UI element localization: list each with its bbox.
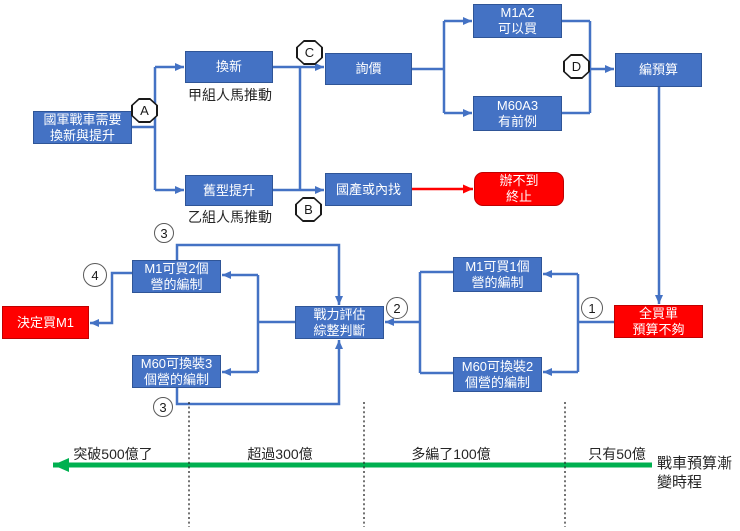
- node-m60a3: M60A3 有前例: [473, 96, 562, 131]
- octagon-shape: [564, 55, 589, 78]
- marker-step-1-label: 1: [588, 300, 596, 316]
- node-decide-buy-m1: 決定買M1: [2, 306, 89, 339]
- node-upgrade: 舊型提升: [185, 175, 273, 206]
- marker-step-4: 4: [83, 263, 107, 287]
- marker-step-3-bottom: 3: [153, 397, 173, 417]
- marker-step-3-top-label: 3: [160, 225, 168, 241]
- node-m1a2: M1A2 可以買: [473, 4, 562, 38]
- marker-step-2: 2: [386, 297, 408, 319]
- node-renew: 換新: [185, 51, 273, 83]
- marker-D-label: D: [571, 59, 582, 74]
- marker-step-3-bottom-label: 3: [159, 399, 167, 415]
- timeline-segment-label-1: 突破500億了: [73, 446, 153, 462]
- marker-A-label: A: [140, 103, 149, 118]
- octagon-shape: [297, 41, 322, 64]
- node-domestic: 國產或內找: [325, 173, 412, 206]
- label-team-a: 甲組人馬推動: [188, 87, 272, 103]
- node-fail-terminate: 辦不到 終止: [474, 172, 564, 206]
- node-inquiry: 詢價: [325, 53, 412, 85]
- timeline-segment-label-2: 超過300億: [247, 446, 313, 462]
- marker-C: C: [296, 40, 323, 65]
- node-combat-evaluation: 戰力評估 綜整判斷: [295, 306, 384, 339]
- marker-B-label: B: [304, 202, 313, 217]
- timeline-segment-label-4: 只有50億: [588, 446, 646, 462]
- marker-step-1: 1: [581, 297, 603, 319]
- marker-step-3-top: 3: [154, 223, 174, 243]
- node-m1-one-battalion: M1可買1個 營的編制: [453, 257, 542, 292]
- octagon-shape: [132, 99, 157, 122]
- octagon-shape: [296, 198, 321, 221]
- node-m60-two-battalion: M60可換裝2 個營的編制: [453, 357, 542, 392]
- node-start: 國軍戰車需要 換新與提升: [33, 111, 132, 144]
- node-m1-two-battalion: M1可買2個 營的編制: [132, 260, 221, 293]
- blue-connectors: [90, 17, 663, 406]
- timeline-axis-label: 戰車預算漸 變時程: [657, 455, 733, 491]
- node-m60-three-battalion: M60可換裝3 個營的編制: [132, 355, 221, 388]
- marker-C-label: C: [304, 45, 315, 60]
- timeline-segment-label-3: 多編了100億: [411, 446, 491, 462]
- marker-A: A: [131, 98, 158, 123]
- label-team-b: 乙組人馬推動: [188, 209, 272, 225]
- marker-step-2-label: 2: [393, 300, 401, 316]
- marker-D: D: [563, 54, 590, 79]
- node-full-buy-over-budget: 全買單 預算不夠: [614, 305, 703, 338]
- marker-B: B: [295, 197, 322, 222]
- marker-step-4-label: 4: [91, 267, 99, 283]
- node-budget: 編預算: [615, 53, 702, 87]
